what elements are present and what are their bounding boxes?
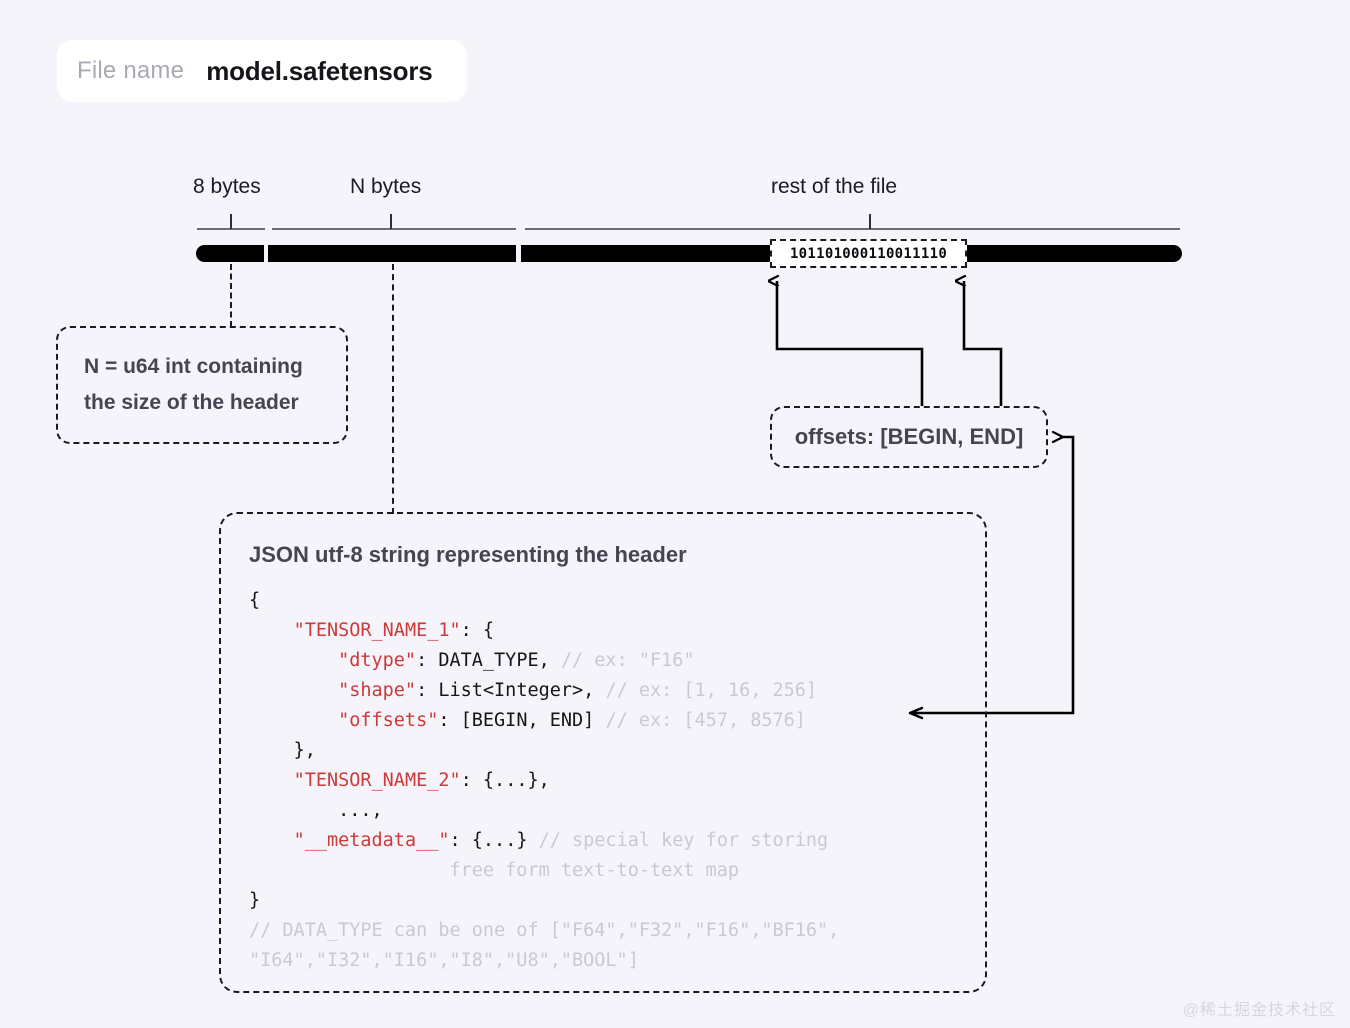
json-code-indent (249, 830, 294, 851)
arrow-begin-to-bar (777, 281, 924, 406)
json-token-key: "dtype" (338, 650, 417, 671)
binary-snippet-text: 101101000110011110 (789, 245, 948, 262)
binary-snippet-box: 101101000110011110 (770, 239, 967, 268)
json-code-indent (249, 710, 338, 731)
json-code-line: "__metadata__": {...} // special key for… (249, 826, 985, 856)
json-code-indent (249, 650, 338, 671)
json-code-line: "TENSOR_NAME_1": { (249, 616, 985, 646)
json-code-indent (249, 800, 338, 821)
json-code-indent (249, 680, 338, 701)
json-token-comment: free form text-to-text map (382, 860, 740, 881)
byte-bar-segment-header-size (196, 245, 264, 262)
json-code-indent (249, 770, 294, 791)
json-code-indent (249, 620, 294, 641)
json-token-plain: { (249, 590, 261, 611)
json-code-line: "dtype": DATA_TYPE, // ex: "F16" (249, 646, 985, 676)
ruler-line-n-bytes (272, 228, 516, 230)
json-token-comment: // special key for storing (538, 830, 829, 851)
json-code-line: }, (249, 736, 985, 766)
ruler-label-rest-of-file: rest of the file (771, 175, 898, 198)
ruler-label-8-bytes: 8 bytes (193, 175, 261, 198)
byte-bar-segment-data-left (521, 245, 772, 262)
json-token-comment: // DATA_TYPE can be one of ["F64","F32",… (249, 920, 840, 941)
callout-header-size-line2: the size of the header (84, 391, 299, 414)
ruler-label-n-bytes: N bytes (350, 175, 422, 198)
json-token-plain: : {...}, (460, 770, 550, 791)
json-token-plain: : [BEGIN, END] (438, 710, 606, 731)
json-code-line: { (249, 586, 985, 616)
filename-pill: File name model.safetensors (57, 40, 467, 102)
callout-offsets: offsets: [BEGIN, END] (770, 406, 1048, 468)
leader-line-n-bytes (392, 264, 394, 514)
leader-line-8-bytes (230, 264, 232, 327)
json-code-line: "shape": List<Integer>, // ex: [1, 16, 2… (249, 676, 985, 706)
json-code-line: } (249, 886, 985, 916)
json-token-plain: : {...} (449, 830, 539, 851)
json-token-comment: // ex: [457, 8576] (605, 710, 806, 731)
json-header-panel: JSON utf-8 string representing the heade… (219, 512, 987, 993)
json-token-plain: : { (460, 620, 495, 641)
watermark: @稀土掘金技术社区 (1182, 1002, 1336, 1019)
json-code-line: "offsets": [BEGIN, END] // ex: [457, 857… (249, 706, 985, 736)
json-token-key: "__metadata__" (293, 830, 450, 851)
json-code-indent (249, 740, 294, 761)
json-code-block: { "TENSOR_NAME_1": { "dtype": DATA_TYPE,… (249, 586, 985, 976)
callout-header-size-line1: N = u64 int containing (84, 355, 303, 378)
json-token-plain: : DATA_TYPE, (416, 650, 561, 671)
byte-bar-segment-data-right (966, 245, 1182, 262)
json-token-key: "shape" (338, 680, 417, 701)
json-panel-title: JSON utf-8 string representing the heade… (249, 542, 687, 567)
json-token-comment: "I64","I32","I16","I8","U8","BOOL"] (249, 950, 639, 971)
ruler-tick-8-bytes (230, 214, 232, 229)
json-token-plain: ..., (338, 800, 383, 821)
filename-label: File name (77, 57, 185, 84)
json-token-key: "TENSOR_NAME_2" (293, 770, 461, 791)
ruler-tick-n-bytes (390, 214, 392, 229)
byte-bar-segment-header-json (268, 245, 516, 262)
json-code-line: // DATA_TYPE can be one of ["F64","F32",… (249, 916, 985, 946)
json-code-indent (249, 860, 383, 881)
json-code-line: "TENSOR_NAME_2": {...}, (249, 766, 985, 796)
arrow-end-to-bar (964, 281, 1003, 406)
ruler-line-rest-of-file (525, 228, 1180, 230)
json-code-line: ..., (249, 796, 985, 826)
json-code-line: "I64","I32","I16","I8","U8","BOOL"] (249, 946, 985, 976)
json-code-line: free form text-to-text map (249, 856, 985, 886)
json-token-plain: }, (293, 740, 316, 761)
json-token-key: "TENSOR_NAME_1" (293, 620, 461, 641)
callout-offsets-text: offsets: [BEGIN, END] (794, 424, 1024, 449)
json-token-plain: } (249, 890, 261, 911)
json-token-key: "offsets" (338, 710, 439, 731)
json-token-plain: : List<Integer>, (416, 680, 606, 701)
ruler-line-8-bytes (197, 228, 265, 230)
json-token-comment: // ex: "F16" (560, 650, 695, 671)
filename-value: model.safetensors (206, 55, 433, 86)
ruler-tick-rest-of-file (869, 214, 871, 229)
json-token-comment: // ex: [1, 16, 256] (605, 680, 818, 701)
callout-header-size: N = u64 int containing the size of the h… (56, 326, 348, 444)
